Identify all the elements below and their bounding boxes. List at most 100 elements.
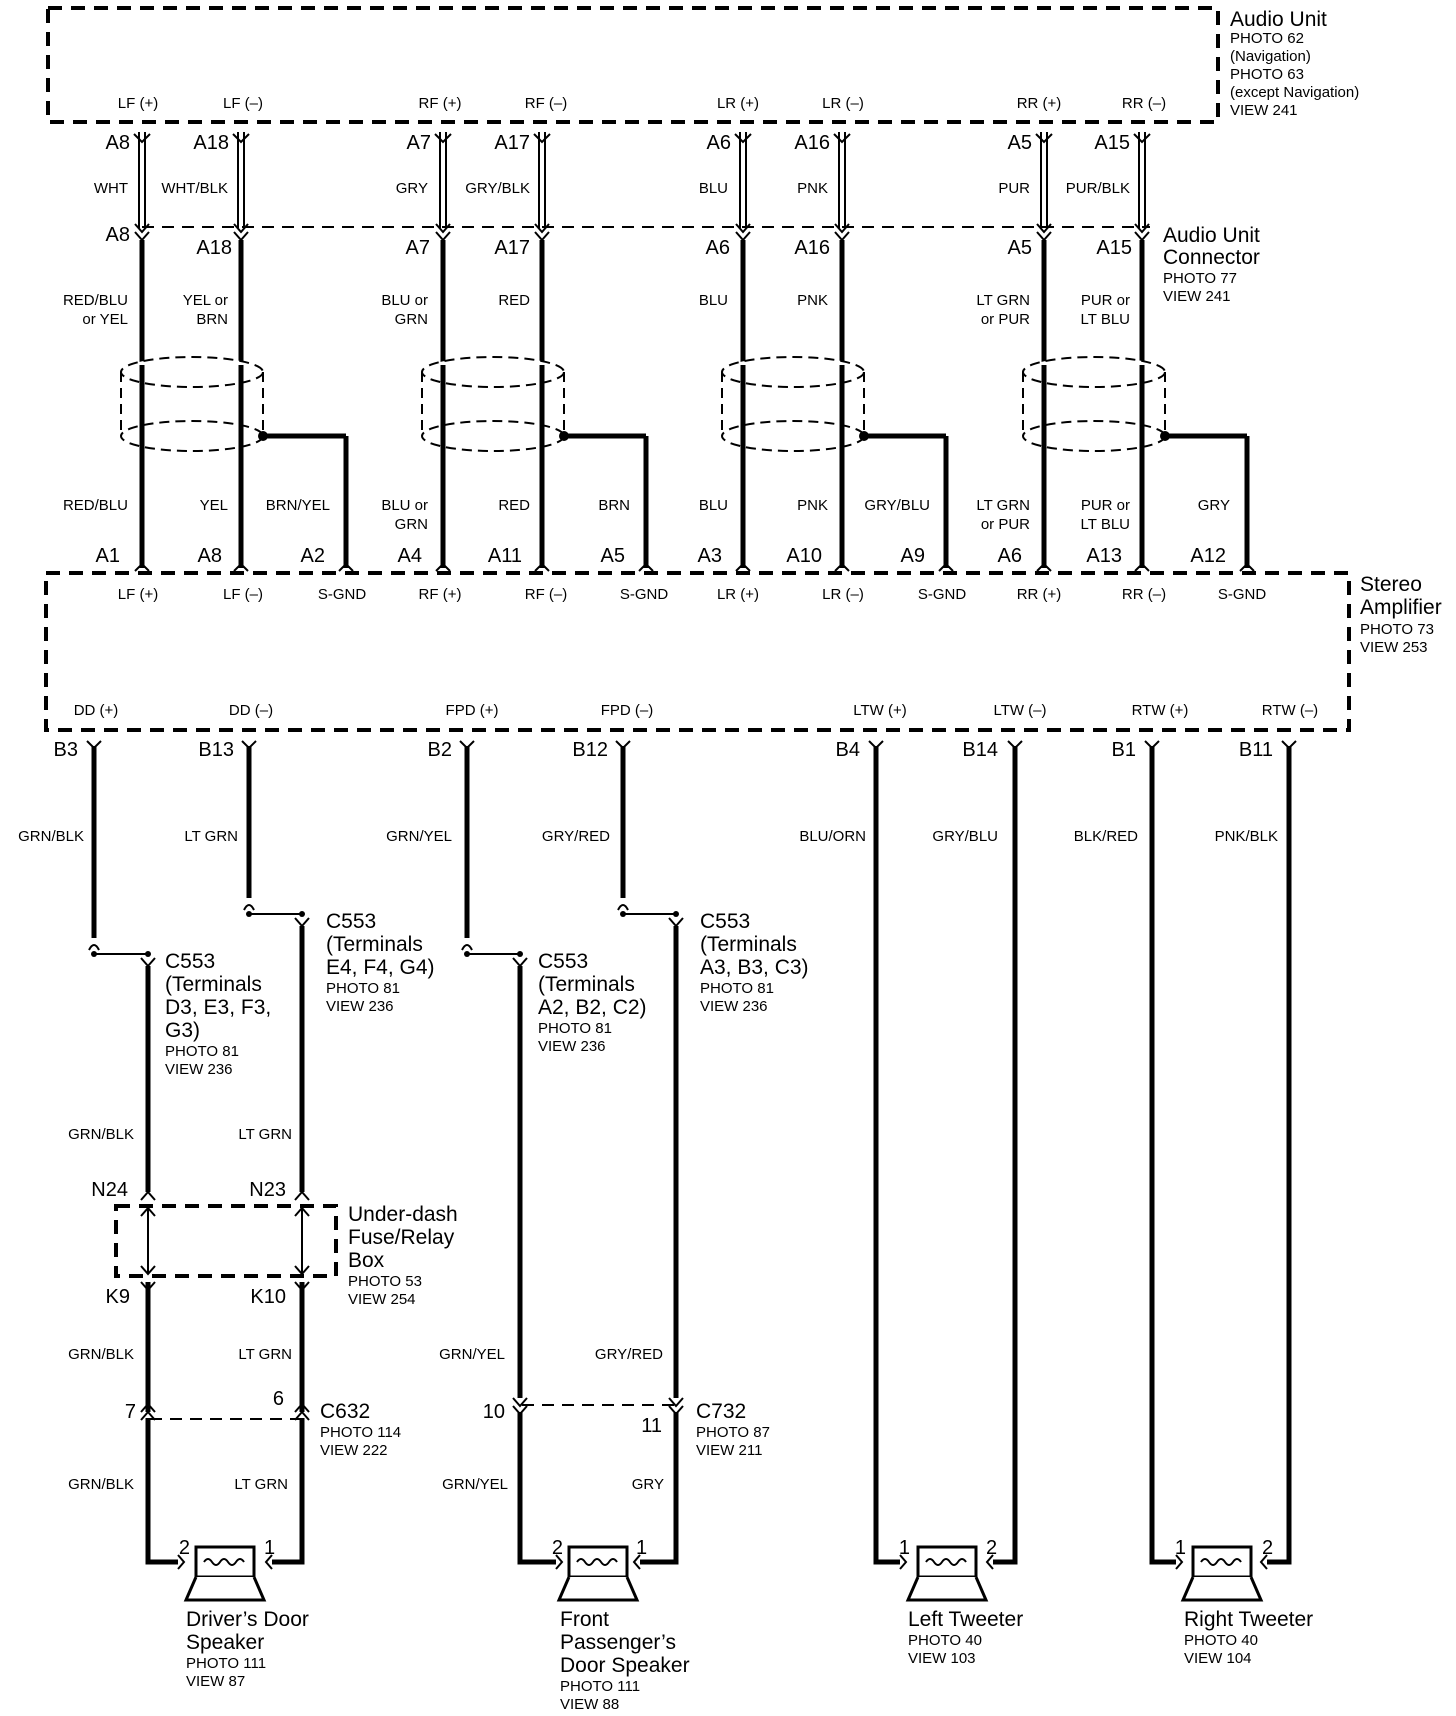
audio-connector-title: Audio Unit	[1163, 224, 1260, 247]
c553-label: C553	[538, 950, 588, 973]
terminal-label: A5	[1008, 132, 1032, 154]
audio-pin-label: LF (+)	[118, 95, 158, 112]
terminal-label: A1	[96, 545, 120, 567]
fuse-relay-box	[114, 1190, 338, 1292]
terminal-label: A17	[494, 237, 530, 259]
terminal-label: B4	[836, 739, 860, 761]
wire-color: RED	[498, 497, 530, 514]
c553-label: A2, B2, C2)	[538, 996, 647, 1019]
terminal-label: A17	[494, 132, 530, 154]
terminal-label: A9	[901, 545, 925, 567]
amp-pin-label: S-GND	[318, 586, 367, 603]
terminal-label: B14	[962, 739, 998, 761]
fuse-box-title: Box	[348, 1249, 385, 1272]
amp-pin-label: RTW (+)	[1132, 702, 1189, 719]
wire-color: PUR or	[1081, 497, 1130, 514]
wire-color: RED/BLU	[63, 292, 128, 309]
amp-pin-label: S-GND	[918, 586, 967, 603]
terminal-label: A13	[1086, 545, 1122, 567]
terminal-label: B3	[54, 739, 78, 761]
speaker-name: Left Tweeter	[908, 1608, 1023, 1631]
c553-label: G3)	[165, 1019, 200, 1042]
wire-color: BLU	[699, 292, 728, 309]
terminal-label: B13	[198, 739, 234, 761]
amp-pin-label: LF (–)	[223, 586, 263, 603]
wire-color: GRY	[632, 1476, 664, 1493]
wire-color: GRY/BLK	[465, 180, 530, 197]
c632-label: C632	[320, 1400, 370, 1423]
wire-color: PUR	[998, 180, 1030, 197]
terminal-label: B11	[1239, 739, 1273, 761]
c553-label: (Terminals	[700, 933, 797, 956]
audio-connector-title: Connector	[1163, 246, 1260, 269]
speaker-info: PHOTO 40	[908, 1632, 982, 1649]
terminal-label: A5	[1008, 237, 1032, 259]
terminal-label: A8	[106, 132, 130, 154]
amp-pin-label: FPD (–)	[601, 702, 654, 719]
audio-connector-info: PHOTO 77	[1163, 270, 1237, 287]
speaker-info: VIEW 103	[908, 1650, 976, 1667]
wire-color: GRN	[395, 516, 428, 533]
terminal-label: A8	[198, 545, 222, 567]
terminal-label: A12	[1190, 545, 1226, 567]
wire-color: GRN/YEL	[442, 1476, 508, 1493]
speaker-pin: 2	[1262, 1537, 1273, 1559]
terminal-label: B12	[572, 739, 608, 761]
speaker-pin: 2	[986, 1537, 997, 1559]
terminal-label: 6	[273, 1388, 284, 1410]
wire-color: BRN	[598, 497, 630, 514]
wire-color: PUR or	[1081, 292, 1130, 309]
fuse-box-title: Under-dash	[348, 1203, 458, 1226]
terminal-label: A5	[601, 545, 625, 567]
c553-label: D3, E3, F3,	[165, 996, 271, 1019]
terminal-label: A18	[196, 237, 232, 259]
c553-info: VIEW 236	[538, 1038, 606, 1055]
speaker-pin: 2	[179, 1537, 190, 1559]
amp-pin-label: FPD (+)	[446, 702, 499, 719]
stereo-amplifier-box	[44, 571, 1351, 732]
c553-info: PHOTO 81	[700, 980, 774, 997]
wire-color: GRN/BLK	[18, 828, 84, 845]
wire-color: BLU	[699, 180, 728, 197]
terminal-label: A3	[698, 545, 722, 567]
wire-color: BLU/ORN	[799, 828, 866, 845]
c553-label: C553	[700, 910, 750, 933]
c732-label: C732	[696, 1400, 746, 1423]
shield-icon	[721, 356, 946, 452]
wire-color: LT GRN	[184, 828, 238, 845]
amp-pin-label: DD (+)	[74, 702, 119, 719]
wire-color: LT GRN	[976, 292, 1030, 309]
wire-color: BLU or	[381, 497, 428, 514]
amp-pin-label: RF (+)	[419, 586, 462, 603]
terminal-marks	[133, 133, 1151, 144]
wire-color: LT GRN	[234, 1476, 288, 1493]
fuse-box-title: Fuse/Relay	[348, 1226, 455, 1249]
speaker-info: VIEW 87	[186, 1673, 245, 1690]
wire-color: BLU or	[381, 292, 428, 309]
terminal-label: 11	[641, 1415, 662, 1437]
c553-connector	[617, 904, 684, 928]
wire-color: PNK	[797, 497, 828, 514]
wire-color: or PUR	[981, 311, 1030, 328]
c553-label: C553	[165, 950, 215, 973]
audio-unit-info: PHOTO 63	[1230, 66, 1304, 83]
audio-unit-info: (except Navigation)	[1230, 84, 1359, 101]
speaker-info: PHOTO 111	[186, 1655, 266, 1672]
terminal-marks	[134, 562, 1255, 572]
terminal-label: A11	[488, 545, 522, 567]
terminal-label: A16	[794, 237, 830, 259]
stereo-amplifier-info: PHOTO 73	[1360, 621, 1434, 638]
c553-label: A3, B3, C3)	[700, 956, 809, 979]
terminal-label: K10	[250, 1286, 286, 1308]
wire-color: GRN	[395, 311, 428, 328]
speaker-info: VIEW 104	[1184, 1650, 1252, 1667]
shield-icon	[421, 356, 646, 452]
speaker-name: Speaker	[186, 1631, 264, 1654]
speaker-pin: 1	[264, 1537, 275, 1559]
terminal-label: A18	[193, 132, 229, 154]
wire-color: BRN	[196, 311, 228, 328]
speaker-icon	[177, 1545, 273, 1602]
audio-unit-info: PHOTO 62	[1230, 30, 1304, 47]
terminal-label: A6	[998, 545, 1022, 567]
